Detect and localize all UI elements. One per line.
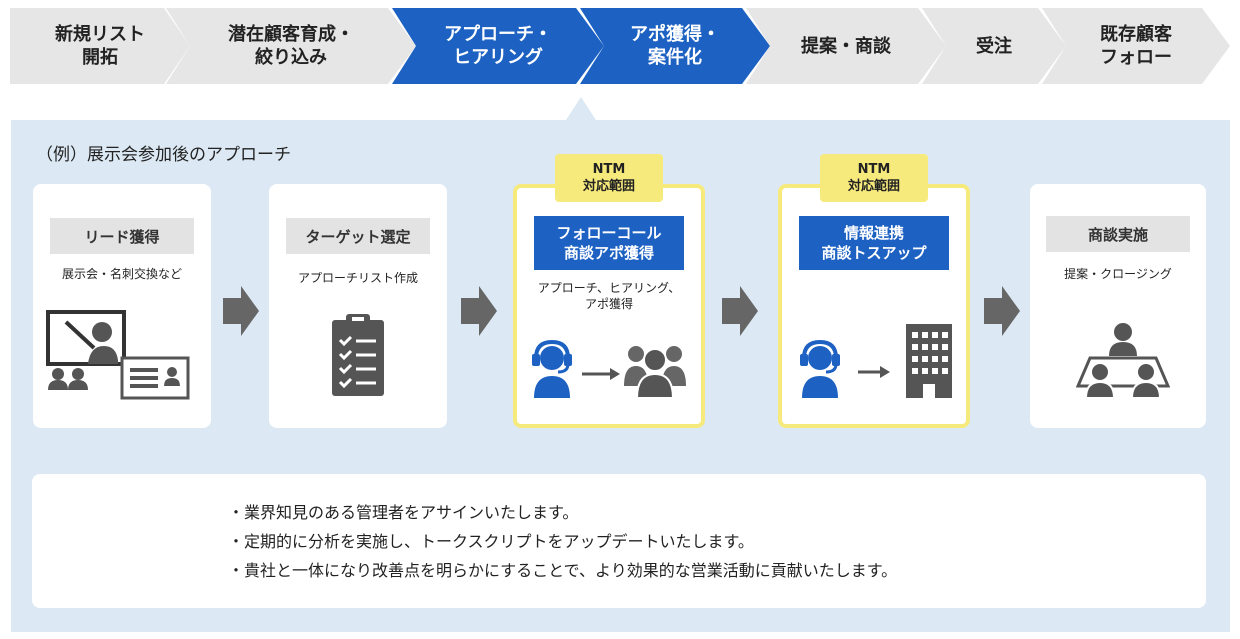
chevron-label: 受注	[976, 35, 1012, 57]
chevron-step-proposal: 提案・商談	[746, 8, 946, 84]
meeting-table-icon	[1076, 323, 1170, 399]
card-title: 商談実施	[1046, 216, 1190, 252]
card-title-blue: 情報連携 商談トスアップ	[799, 216, 949, 270]
ntm-scope-tag: NTM 対応範囲	[555, 154, 663, 202]
chevron-step-new-list: 新規リスト 開拓	[10, 8, 190, 84]
card-title-blue: フォローコール 商談アポ獲得	[534, 216, 684, 270]
chevron-label: 潜在顧客育成・ 絞り込み	[228, 24, 354, 68]
commitment-item: ・貴社と一体になり改善点を明らかにすることで、より効果的な営業活動に貢献いたしま…	[228, 561, 898, 580]
chevron-label: アポ獲得・ 案件化	[630, 24, 720, 68]
ntm-scope-tag: NTM 対応範囲	[820, 154, 928, 202]
process-chevron-bar: 新規リスト 開拓 潜在顧客育成・ 絞り込み アプローチ・ ヒアリング アポ獲得・…	[0, 0, 1240, 90]
tag-line: 対応範囲	[847, 179, 900, 194]
chevron-label: 既存顧客 フォロー	[1100, 24, 1172, 68]
tag-line: 対応範囲	[582, 179, 635, 194]
clipboard-checklist-icon	[332, 314, 384, 396]
chevron-step-appointment: アポ獲得・ 案件化	[580, 8, 770, 84]
flow-arrow-icon	[722, 286, 758, 336]
card-subtitle: アプローチ、ヒアリング、 アポ獲得	[537, 281, 681, 311]
chevron-label: 新規リスト 開拓	[55, 24, 145, 68]
chevron-step-nurturing: 潜在顧客育成・ 絞り込み	[166, 8, 416, 84]
card-subtitle: 展示会・名刺交換など	[61, 267, 182, 281]
card-subtitle: アプローチリスト作成	[297, 271, 418, 285]
chevron-step-approach: アプローチ・ ヒアリング	[392, 8, 604, 84]
presentation-icon	[46, 310, 190, 400]
chevron-step-existing-followup: 既存顧客 フォロー	[1042, 8, 1230, 84]
card-title: リード獲得	[50, 218, 194, 254]
commitment-list: ・業界知見のある管理者をアサインいたします。 ・定期的に分析を実施し、トークスク…	[228, 498, 897, 585]
card-subtitle: 提案・クロージング	[1064, 267, 1172, 281]
panel-pointer	[566, 97, 596, 120]
flow-arrow-icon	[223, 286, 259, 336]
operator-to-building-icon	[800, 324, 952, 398]
example-title: （例）展示会参加後のアプローチ	[36, 145, 291, 165]
chevron-label: アプローチ・ ヒアリング	[444, 24, 552, 68]
commitment-item: ・定期的に分析を実施し、トークスクリプトをアップデートいたします。	[228, 532, 754, 551]
chevron-label: 提案・商談	[801, 35, 891, 57]
flow-arrow-icon	[461, 286, 497, 336]
tag-line: NTM	[857, 162, 891, 177]
card-title: ターゲット選定	[286, 218, 430, 254]
card-title-line: 商談アポ獲得	[563, 244, 654, 262]
operator-to-group-icon	[532, 339, 686, 399]
card-title-line: 情報連携	[843, 224, 904, 242]
commitment-box	[32, 474, 1206, 608]
card-title-line: フォローコール	[556, 224, 662, 242]
card-title-line: 商談トスアップ	[821, 244, 927, 262]
commitment-item: ・業界知見のある管理者をアサインいたします。	[228, 503, 579, 522]
flow-arrow-icon	[984, 286, 1020, 336]
chevron-step-order: 受注	[922, 8, 1066, 84]
tag-line: NTM	[592, 162, 626, 177]
